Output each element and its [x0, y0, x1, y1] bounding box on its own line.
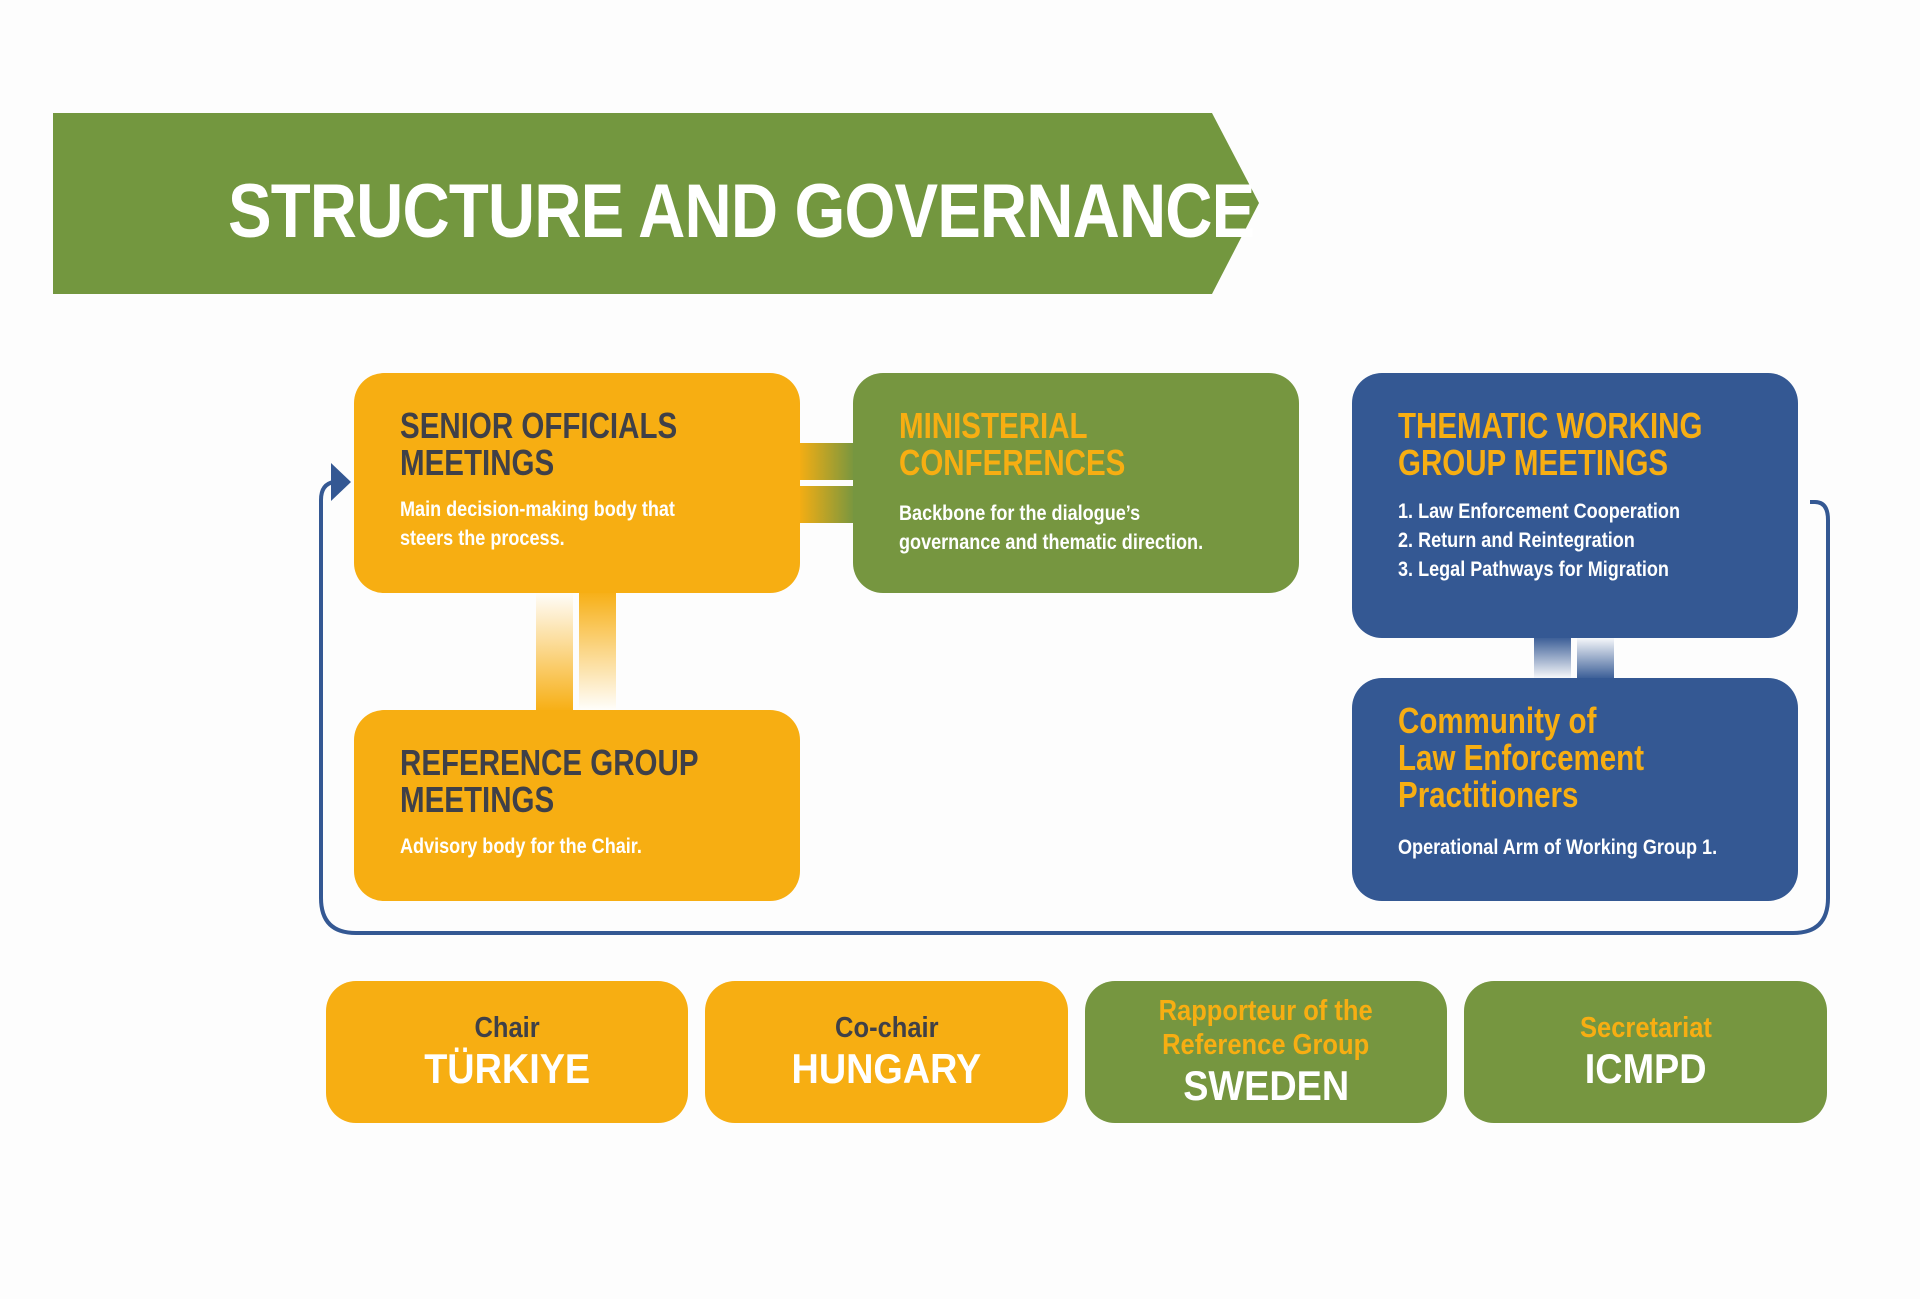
- role-rapporteur: Rapporteur of the Reference Group SWEDEN: [1085, 981, 1447, 1123]
- box-title: SENIOR OFFICIALS: [400, 405, 678, 446]
- role-chair: Chair TÜRKIYE: [326, 981, 688, 1123]
- role-label: Rapporteur of the: [1158, 995, 1374, 1027]
- thematic-working-group-box: THEMATIC WORKING GROUP MEETINGS 1. Law E…: [1352, 373, 1798, 638]
- box-title: MEETINGS: [400, 442, 555, 483]
- box-title: GROUP MEETINGS: [1398, 442, 1669, 483]
- role-secretariat: Secretariat ICMPD: [1464, 981, 1827, 1123]
- title-banner: [53, 113, 1259, 294]
- arrow-head-icon: [331, 463, 351, 501]
- connector-thematic-community: [1534, 636, 1614, 680]
- box-title: MEETINGS: [400, 779, 555, 820]
- page-title: STRUCTURE AND GOVERNANCE: [228, 169, 1255, 254]
- box-title: CONFERENCES: [899, 442, 1126, 483]
- box-description: Advisory body for the Chair.: [400, 835, 642, 858]
- role-label: Reference Group: [1162, 1029, 1370, 1061]
- ministerial-conferences-box: MINISTERIAL CONFERENCES Backbone for the…: [853, 373, 1299, 593]
- box-title: REFERENCE GROUP: [400, 742, 699, 783]
- role-co-chair: Co-chair HUNGARY: [705, 981, 1068, 1123]
- list-item: 2. Return and Reintegration: [1398, 529, 1635, 552]
- box-title: MINISTERIAL: [899, 405, 1088, 446]
- role-value: SWEDEN: [1183, 1062, 1349, 1109]
- box-title: Law Enforcement: [1398, 737, 1645, 778]
- box-title: Community of: [1398, 700, 1597, 741]
- role-label: Secretariat: [1579, 1012, 1712, 1044]
- role-value: ICMPD: [1584, 1045, 1707, 1092]
- list-item: 1. Law Enforcement Cooperation: [1398, 500, 1680, 523]
- community-box: Community of Law Enforcement Practitione…: [1352, 678, 1798, 901]
- connector-senior-reference: [536, 590, 616, 712]
- box-title: THEMATIC WORKING: [1398, 405, 1703, 446]
- reference-group-meetings-box: REFERENCE GROUP MEETINGS Advisory body f…: [354, 710, 800, 901]
- role-value: HUNGARY: [791, 1045, 982, 1092]
- role-label: Co-chair: [834, 1012, 939, 1044]
- senior-officials-meetings-box: SENIOR OFFICIALS MEETINGS Main decision-…: [354, 373, 800, 593]
- working-group-list: 1. Law Enforcement Cooperation 2. Return…: [1398, 497, 1742, 584]
- box-description: Operational Arm of Working Group 1.: [1398, 836, 1718, 859]
- role-label: Chair: [474, 1012, 540, 1044]
- box-title: Practitioners: [1398, 774, 1579, 815]
- role-value: TÜRKIYE: [424, 1045, 590, 1092]
- list-item: 3. Legal Pathways for Migration: [1398, 558, 1669, 581]
- connector-senior-ministerial: [798, 443, 855, 523]
